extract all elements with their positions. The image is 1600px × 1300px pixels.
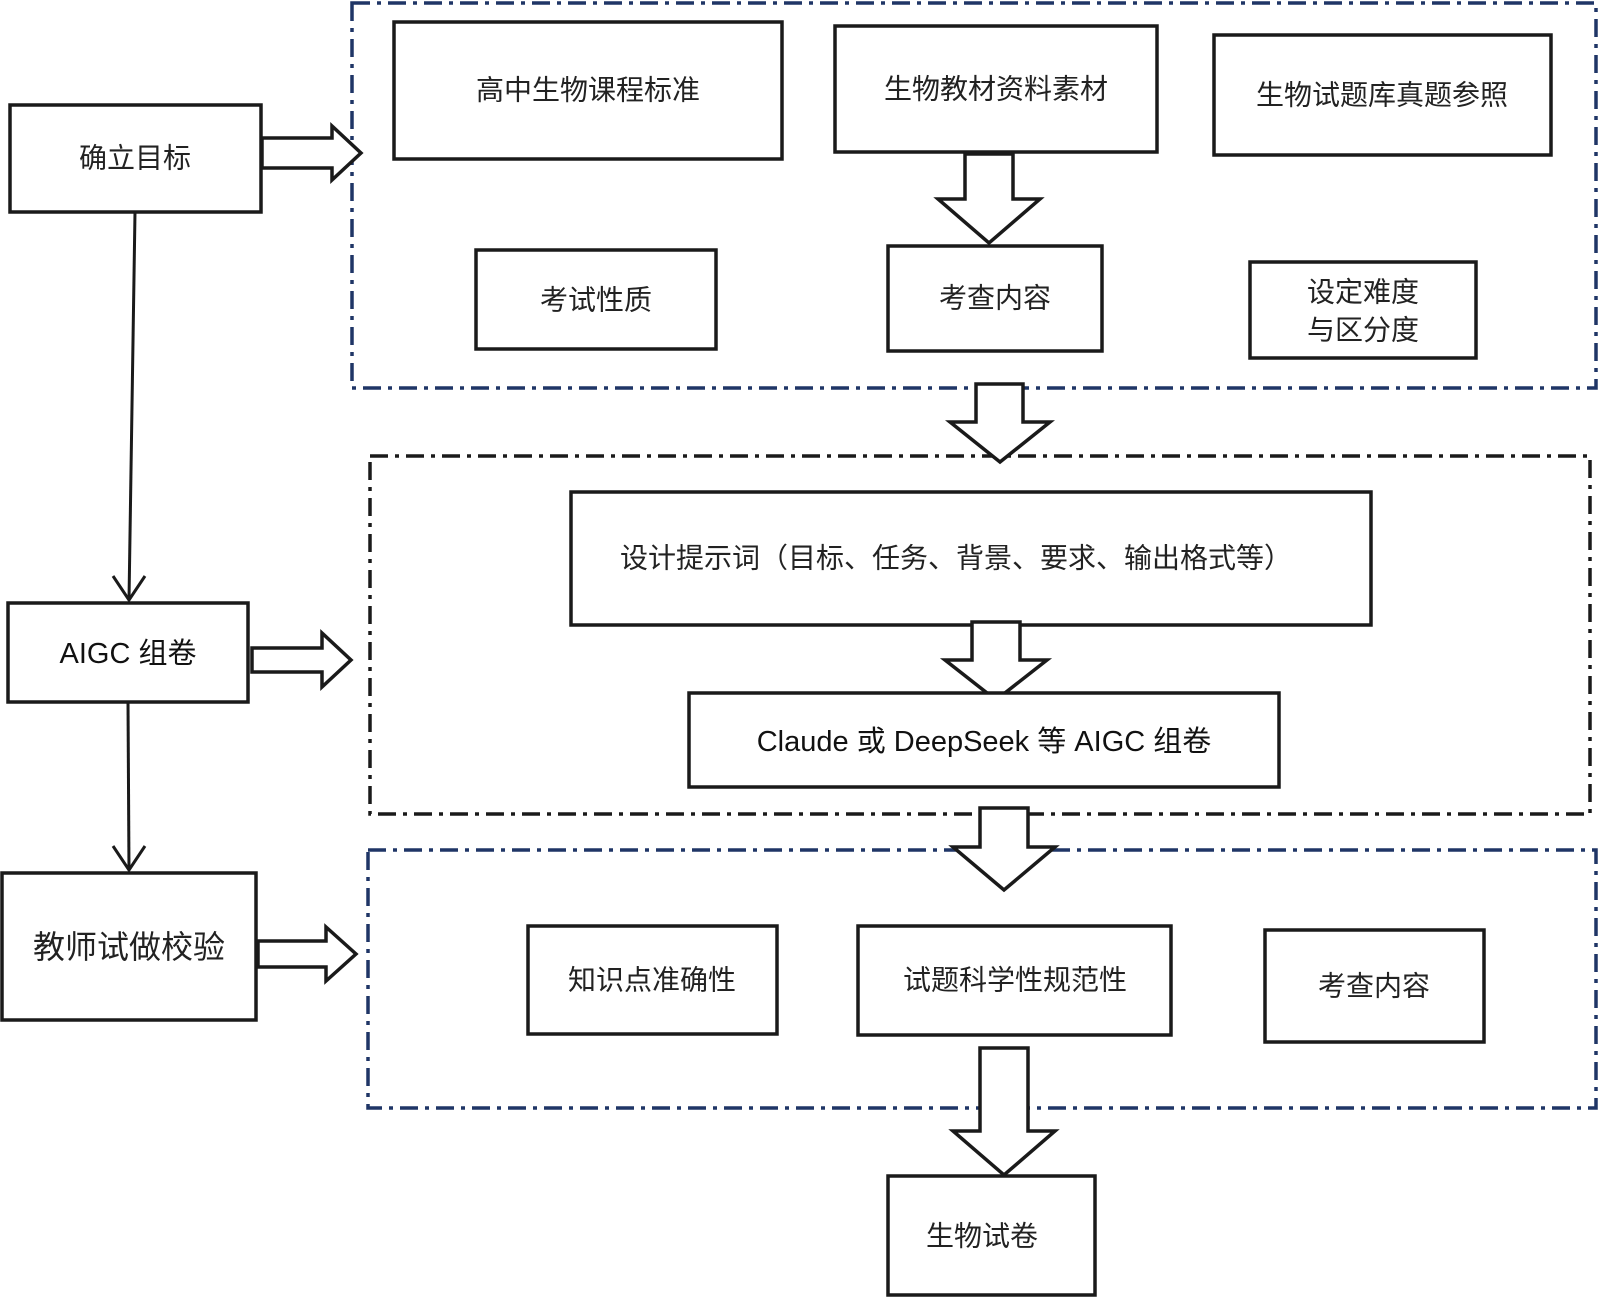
check-exam-content: 考查内容 [1263,928,1486,1044]
model-compose: Claude 或 DeepSeek 等 AIGC 组卷 [687,691,1281,789]
arrow-goal-to-group [260,121,364,185]
source-question-bank: 生物试题库真题参照 [1212,33,1553,157]
model-compose-label: Claude 或 DeepSeek 等 AIGC 组卷 [757,725,1212,758]
source-curriculum-standard-label: 高中生物课程标准 [476,74,700,107]
step-teacher-check: 教师试做校验 [0,871,258,1022]
check-exam-content-label: 考查内容 [1318,970,1430,1003]
result-biology-paper: 生物试卷 [886,1174,1097,1297]
goal-exam-content-label: 考查内容 [939,282,1051,315]
step-set-goal-label: 确立目标 [79,142,191,175]
source-curriculum-standard: 高中生物课程标准 [392,20,784,161]
source-textbook-materials-label: 生物教材资料素材 [884,73,1108,106]
goal-difficulty-label-line2: 与区分度 [1307,314,1419,347]
check-scientific-standard-label: 试题科学性规范性 [903,964,1127,997]
arrow-aigc-to-check-group [948,806,1060,893]
prompt-design-label: 设计提示词（目标、任务、背景、要求、输出格式等） [620,542,1292,575]
goal-difficulty-discrimination: 设定难度 与区分度 [1248,260,1478,360]
goal-exam-content: 考查内容 [886,244,1104,353]
step-set-goal: 确立目标 [8,103,263,214]
prompt-design: 设计提示词（目标、任务、背景、要求、输出格式等） [569,490,1373,627]
goal-exam-nature-label: 考试性质 [540,284,652,317]
check-scientific-standard: 试题科学性规范性 [856,924,1173,1037]
step-aigc-compose-label: AIGC 组卷 [60,637,197,670]
goal-exam-nature: 考试性质 [474,248,718,351]
result-biology-paper-label: 生物试卷 [926,1220,1038,1253]
arrow-check-to-result [948,1046,1060,1178]
arrow-materials-to-content [933,152,1045,246]
arrow-check-to-group [256,923,359,985]
check-knowledge-accuracy-label: 知识点准确性 [568,964,736,997]
arrow-prompt-to-model [939,620,1053,703]
arrow-goal-to-aigc-group [945,382,1055,465]
source-question-bank-label: 生物试题库真题参照 [1256,79,1508,112]
goal-group-container [350,1,1598,390]
line-aigc-to-check [111,701,147,873]
arrow-aigc-to-group [250,628,354,692]
line-goal-to-aigc [111,211,147,603]
source-textbook-materials: 生物教材资料素材 [833,24,1159,154]
goal-difficulty-label-line1: 设定难度 [1307,276,1419,309]
step-teacher-check-label: 教师试做校验 [33,928,225,966]
step-aigc-compose: AIGC 组卷 [6,601,250,704]
check-knowledge-accuracy: 知识点准确性 [526,924,779,1036]
